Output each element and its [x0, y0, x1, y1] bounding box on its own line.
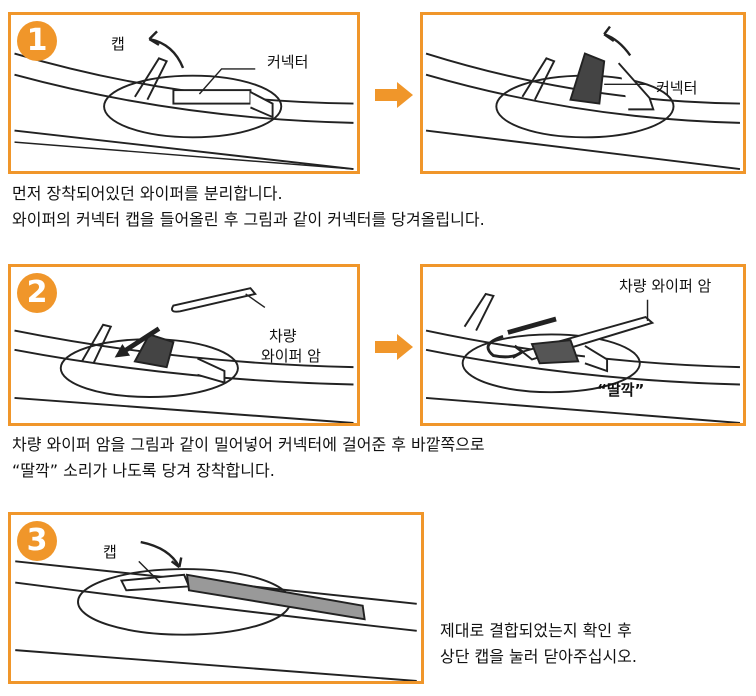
step3-description: 제대로 결합되었는지 확인 후 상단 캡을 눌러 닫아주십시오. — [440, 618, 637, 670]
step2-arm-label-line2: 와이퍼 암 — [261, 347, 321, 365]
step3-number-badge: 3 — [17, 521, 57, 561]
step1-description: 먼저 장착되어있던 와이퍼를 분리합니다. 와이퍼의 커넥터 캡을 들어올린 후… — [12, 181, 485, 233]
step3-desc-line1: 제대로 결합되었는지 확인 후 — [440, 621, 632, 640]
step2-arrow-right-icon — [375, 334, 413, 360]
step2-left-illustration — [14, 287, 354, 423]
step2-click-label: “딸깍” — [597, 381, 645, 399]
step1-desc-line1: 먼저 장착되어있던 와이퍼를 분리합니다. — [12, 184, 283, 203]
step2-arm-label-line1: 차량 — [269, 327, 297, 345]
step3-illustration — [15, 540, 417, 681]
step1-connector-label: 커넥터 — [267, 53, 309, 71]
step1-right-panel: 커넥터 — [420, 12, 746, 174]
step1-left-panel: 1 캡 커넥터 — [8, 12, 360, 174]
step3-panel: 3 캡 — [8, 512, 424, 684]
step3-cap-label: 캡 — [103, 543, 117, 561]
step2-desc-line1: 차량 와이퍼 암을 그림과 같이 밀어넣어 커넥터에 걸어준 후 바깥쪽으로 — [12, 435, 485, 454]
step1-left-illustration — [14, 30, 354, 171]
step3-desc-line2: 상단 캡을 눌러 닫아주십시오. — [440, 647, 637, 666]
step2-desc-line2: “딸깍” 소리가 나도록 당겨 장착합니다. — [12, 461, 275, 480]
step2-description: 차량 와이퍼 암을 그림과 같이 밀어넣어 커넥터에 걸어준 후 바깥쪽으로 “… — [12, 432, 485, 484]
step1-right-connector-label: 커넥터 — [656, 79, 698, 97]
step1-arrow-right-icon — [375, 82, 413, 108]
step1-right-illustration — [425, 25, 741, 171]
step1-desc-line2: 와이퍼의 커넥터 캡을 들어올린 후 그림과 같이 커넥터를 당겨올립니다. — [12, 210, 485, 229]
step2-right-arm-label: 차량 와이퍼 암 — [619, 277, 712, 295]
step2-right-panel: 차량 와이퍼 암 “딸깍” — [420, 264, 746, 426]
step1-number-badge: 1 — [17, 21, 57, 61]
step2-right-illustration — [425, 292, 741, 423]
step2-number-badge: 2 — [17, 273, 57, 313]
step2-left-panel: 2 차량 와이퍼 암 — [8, 264, 360, 426]
step1-cap-label: 캡 — [111, 35, 125, 53]
